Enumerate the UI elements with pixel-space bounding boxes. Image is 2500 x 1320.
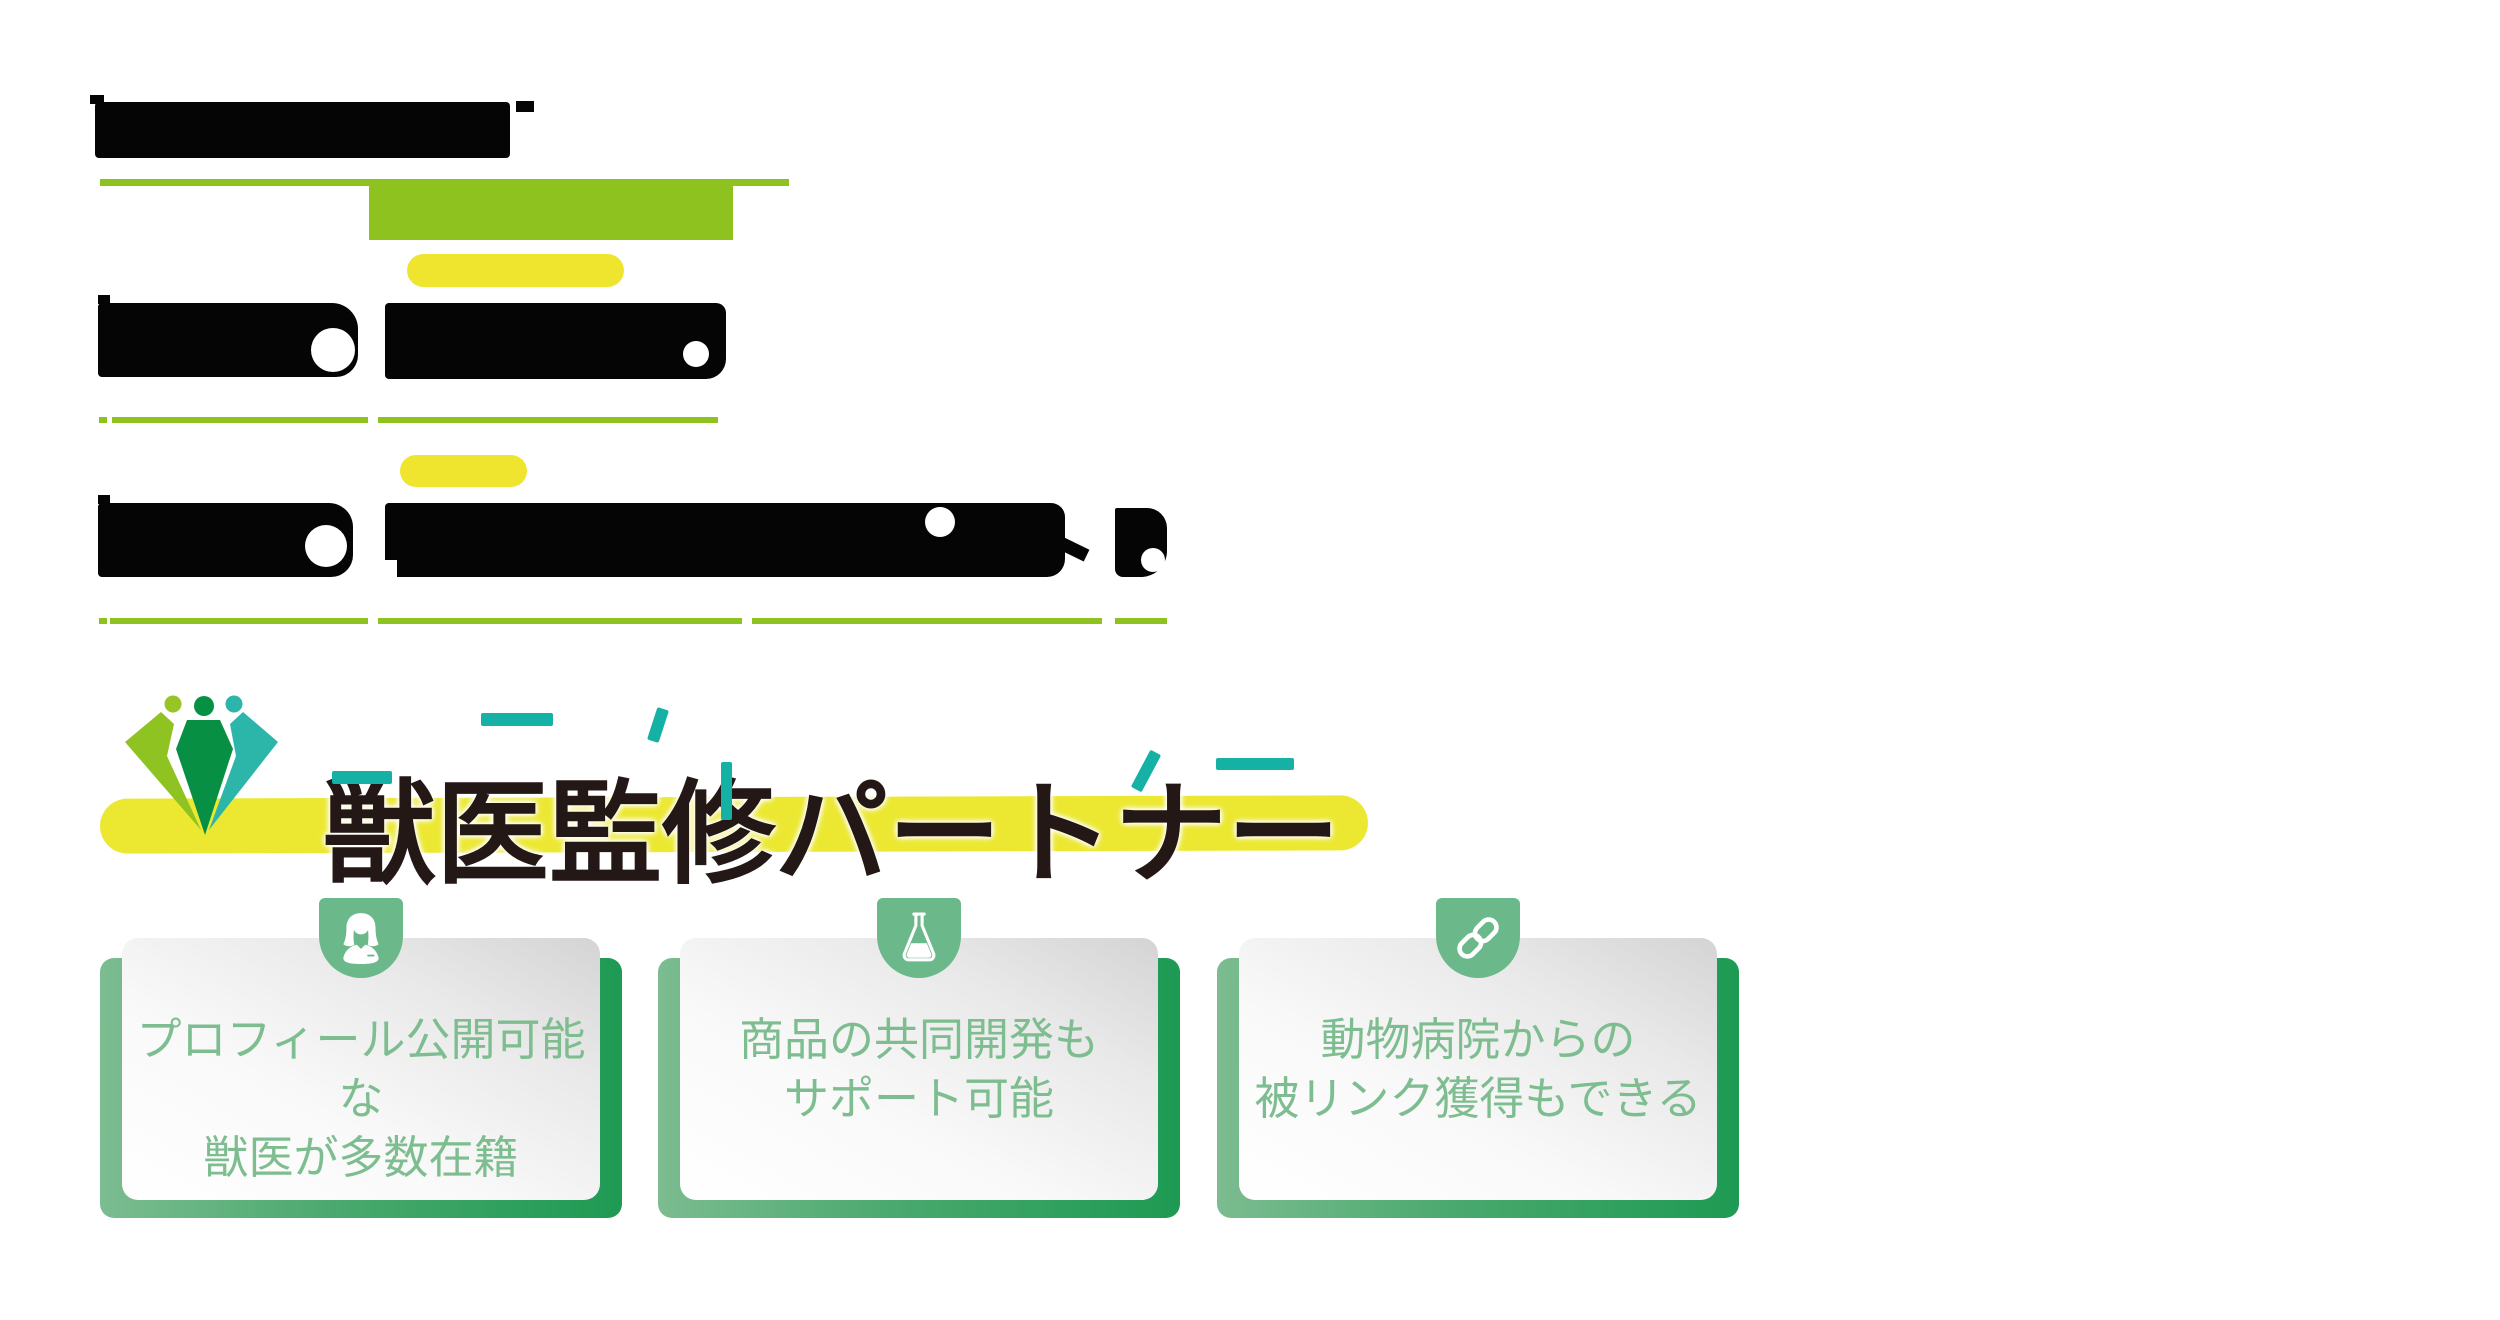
underline-rule-3-dash — [99, 618, 107, 624]
masked-headline-3b — [385, 503, 1065, 577]
glyph-counter — [683, 341, 709, 367]
card-line: 商品の共同開発も — [738, 1014, 1099, 1065]
yellow-marker-pill-1 — [407, 254, 624, 287]
flask-icon — [877, 898, 961, 978]
underline-rule-2-dash — [112, 417, 368, 423]
green-highlight-block — [369, 186, 733, 240]
card-text: 動物病院からの 被リンク獲得もできる — [1239, 1010, 1717, 1128]
masked-headline-2b — [385, 303, 726, 379]
card-line: 被リンク獲得もできる — [1254, 1073, 1702, 1124]
underline-rule-2-dash — [99, 417, 107, 423]
card-line: サポート可能 — [783, 1073, 1054, 1124]
masked-headline-2-tick — [98, 295, 110, 304]
masked-headline-1-bracket — [516, 101, 534, 112]
teal-stroke-accent — [647, 706, 669, 744]
teal-stroke-accent — [721, 762, 732, 820]
gem-people-logo-icon — [125, 695, 278, 835]
card-line: プロフィール公開可能な — [136, 1014, 586, 1124]
underline-rule-3-dash — [378, 618, 742, 624]
masked-headline-3-tick — [98, 495, 110, 504]
card-text: 商品の共同開発も サポート可能 — [680, 1010, 1158, 1128]
feature-card-development: 商品の共同開発も サポート可能 — [658, 898, 1180, 1218]
card-face — [1239, 938, 1717, 1200]
underline-rule-3-dash — [1115, 618, 1167, 624]
glyph-counter — [305, 525, 347, 567]
glyph-counter — [1141, 548, 1165, 572]
card-text: プロフィール公開可能な 獣医が多数在籍 — [122, 1010, 600, 1187]
feature-card-backlinks: 動物病院からの 被リンク獲得もできる — [1217, 898, 1739, 1218]
card-face — [680, 938, 1158, 1200]
underline-rule-1 — [100, 179, 789, 186]
feature-card-veterinarians: プロフィール公開可能な 獣医が多数在籍 — [100, 898, 622, 1218]
link-icon — [1436, 898, 1520, 978]
masked-headline-1 — [95, 102, 510, 158]
glyph-notch — [385, 560, 397, 577]
glyph-counter — [311, 328, 355, 372]
masked-headline-1-tick — [90, 95, 104, 104]
yellow-marker-pill-2 — [400, 455, 527, 487]
card-face — [122, 938, 600, 1200]
teal-stroke-accent — [481, 713, 553, 726]
underline-rule-2-dash — [378, 417, 718, 423]
masked-headline-3c — [1115, 508, 1167, 577]
page-title: 獣医監修パートナー — [323, 770, 1340, 897]
masked-headline-2a — [98, 303, 358, 377]
card-line: 動物病院からの — [1320, 1014, 1636, 1065]
card-line: 獣医が多数在籍 — [203, 1132, 519, 1183]
veterinarian-icon — [319, 898, 403, 978]
underline-rule-3-dash — [752, 618, 1102, 624]
teal-stroke-accent — [332, 771, 392, 784]
glyph-counter — [925, 507, 955, 537]
teal-stroke-accent — [1216, 758, 1294, 770]
underline-rule-3-dash — [110, 618, 368, 624]
masked-headline-3a — [98, 503, 353, 577]
